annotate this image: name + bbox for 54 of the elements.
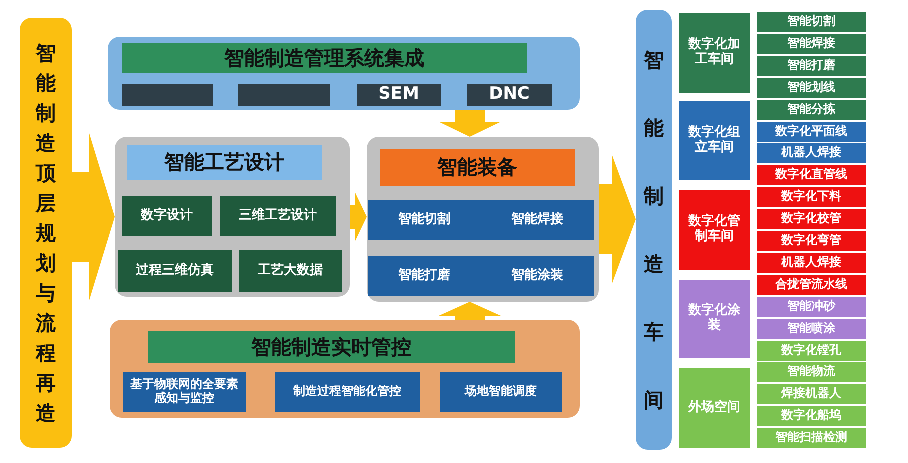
item-box: 数字化平面线 [757, 122, 866, 142]
item-box: 数字化下料 [757, 187, 866, 208]
vertical-banner: 智能制造顶层规划与流程再造 [20, 18, 72, 448]
workshop-box: 数字化管制车间 [679, 190, 750, 270]
item-box: 数字化镗孔 [757, 340, 866, 360]
item-box: 机器人焊接 [757, 252, 866, 273]
block-arrow [439, 110, 501, 137]
equipment-box: 智能焊接 [481, 200, 594, 240]
equipment-box: 智能打磨 [368, 256, 481, 296]
equipment-panel [367, 137, 599, 302]
panel-heading: 智能装备 [380, 149, 575, 186]
control-box: 场地智能调度 [440, 372, 562, 412]
item-box: 智能喷涂 [757, 318, 866, 339]
control-box: 基于物联网的全要素感知与监控 [123, 372, 246, 412]
system-box [238, 84, 330, 106]
item-box: 数字化直管线 [757, 165, 866, 186]
item-box: 机器人焊接 [757, 143, 866, 164]
item-box: 焊接机器人 [757, 384, 866, 404]
item-box: 智能物流 [757, 362, 866, 382]
process-box: 三维工艺设计 [220, 196, 336, 236]
workshop-box: 数字化组立车间 [679, 101, 750, 180]
item-box: 智能切割 [757, 12, 866, 32]
workshop-box: 数字化加工车间 [679, 13, 750, 93]
system-box [122, 84, 213, 106]
control-box: 制造过程智能化管控 [275, 372, 420, 412]
item-box: 数字化弯管 [757, 231, 866, 251]
item-box: 智能划线 [757, 78, 866, 98]
workshop-box: 数字化涂装 [679, 280, 750, 358]
item-box: 合拢管流水线 [757, 274, 866, 295]
block-arrow [350, 192, 367, 242]
item-box: 智能分拣 [757, 100, 866, 120]
equipment-box: 智能涂装 [481, 256, 594, 296]
panel-heading: 智能工艺设计 [127, 145, 322, 180]
item-box: 智能打磨 [757, 56, 866, 76]
item-box: 数字化校管 [757, 209, 866, 230]
vertical-banner: 智能制造车间 [636, 10, 672, 450]
equipment-box: 智能切割 [368, 200, 481, 240]
process-box: 过程三维仿真 [118, 250, 232, 292]
system-box: SEM [357, 84, 441, 106]
system-box: DNC [467, 84, 552, 106]
item-box: 数字化船坞 [757, 406, 866, 426]
design-panel [115, 137, 350, 297]
panel-heading: 智能制造管理系统集成 [122, 43, 527, 73]
item-box: 智能焊接 [757, 34, 866, 54]
workshop-box: 外场空间 [679, 368, 750, 448]
item-box: 智能扫描检测 [757, 428, 866, 448]
block-arrow [599, 154, 636, 284]
process-box: 数字设计 [122, 196, 212, 236]
control-panel [110, 320, 580, 418]
item-box: 智能冲砂 [757, 296, 866, 317]
block-arrow [439, 302, 501, 320]
panel-heading: 智能制造实时管控 [148, 331, 515, 363]
system-panel [108, 37, 580, 110]
process-box: 工艺大数据 [239, 250, 342, 292]
